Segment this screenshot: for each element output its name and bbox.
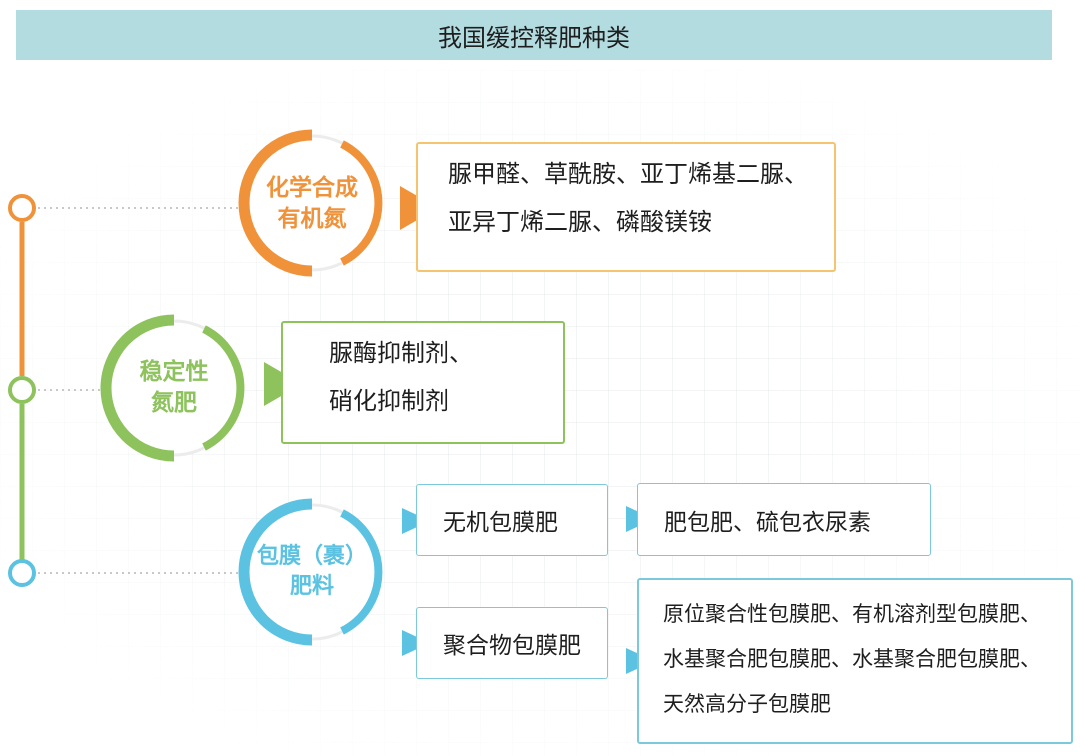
page-title: 我国缓控释肥种类 [438, 23, 630, 52]
polymer-examples-box: 原位聚合性包膜肥、有机溶剂型包膜肥、 水基聚合肥包膜肥、水基聚合肥包膜肥、 天然… [637, 578, 1073, 744]
polymer-coated-box: 聚合物包膜肥 [416, 607, 608, 679]
inorganic-examples-box: 肥包肥、硫包衣尿素 [637, 483, 931, 556]
timeline-node-3 [8, 559, 36, 587]
ring-2 [100, 314, 245, 462]
category-label-chemical: 化学合成 有机氮 [266, 174, 358, 232]
ring-1 [238, 129, 383, 277]
timeline-node-2 [8, 376, 36, 404]
category-label-coated: 包膜（裹） 肥料 [256, 544, 367, 599]
chemical-types-box: 脲甲醛、草酰胺、亚丁烯基二脲、 亚异丁烯二脲、磷酸镁铵 [416, 142, 836, 272]
inorganic-coated-box: 无机包膜肥 [416, 484, 608, 556]
title-banner: 我国缓控释肥种类 [16, 10, 1052, 60]
category-label-stabilized: 稳定性 氮肥 [139, 358, 209, 416]
stabilized-types-box: 脲酶抑制剂、 硝化抑制剂 [281, 321, 565, 444]
ring-3 [238, 498, 383, 646]
timeline-node-1 [8, 194, 36, 222]
